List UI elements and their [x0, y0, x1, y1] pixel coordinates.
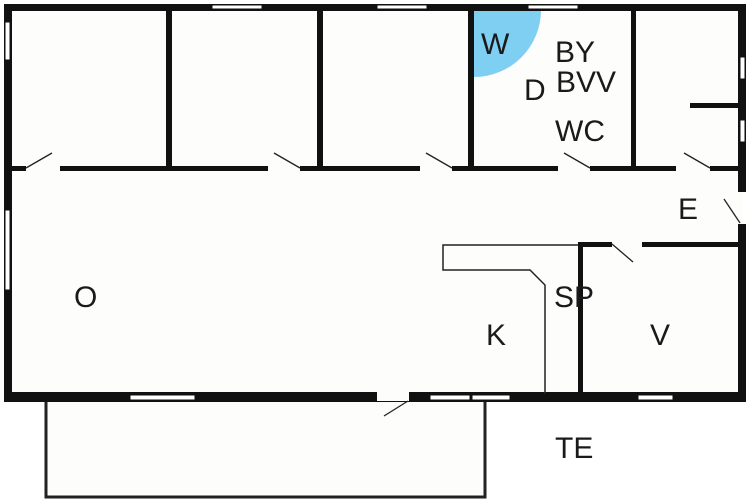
walls — [4, 4, 746, 402]
kitchen-counter — [442, 244, 578, 394]
room-label-bvv: BVV — [556, 66, 616, 99]
doors — [25, 152, 741, 417]
house-floor — [8, 8, 743, 396]
room-label-e: E — [678, 193, 698, 226]
room-label-k: K — [486, 319, 506, 352]
room-label-te: TE — [555, 432, 593, 465]
room-label-d: D — [524, 74, 546, 107]
highlight-zone — [474, 10, 541, 77]
room-label-w: W — [481, 28, 510, 61]
room-label-v: V — [650, 319, 670, 352]
room-label-o: O — [74, 281, 97, 314]
room-label-by: BY — [555, 36, 595, 69]
terrace — [44, 398, 487, 499]
room-label-wc: WC — [555, 115, 605, 148]
windows — [4, 4, 746, 401]
room-label-sp: SP — [554, 281, 594, 314]
